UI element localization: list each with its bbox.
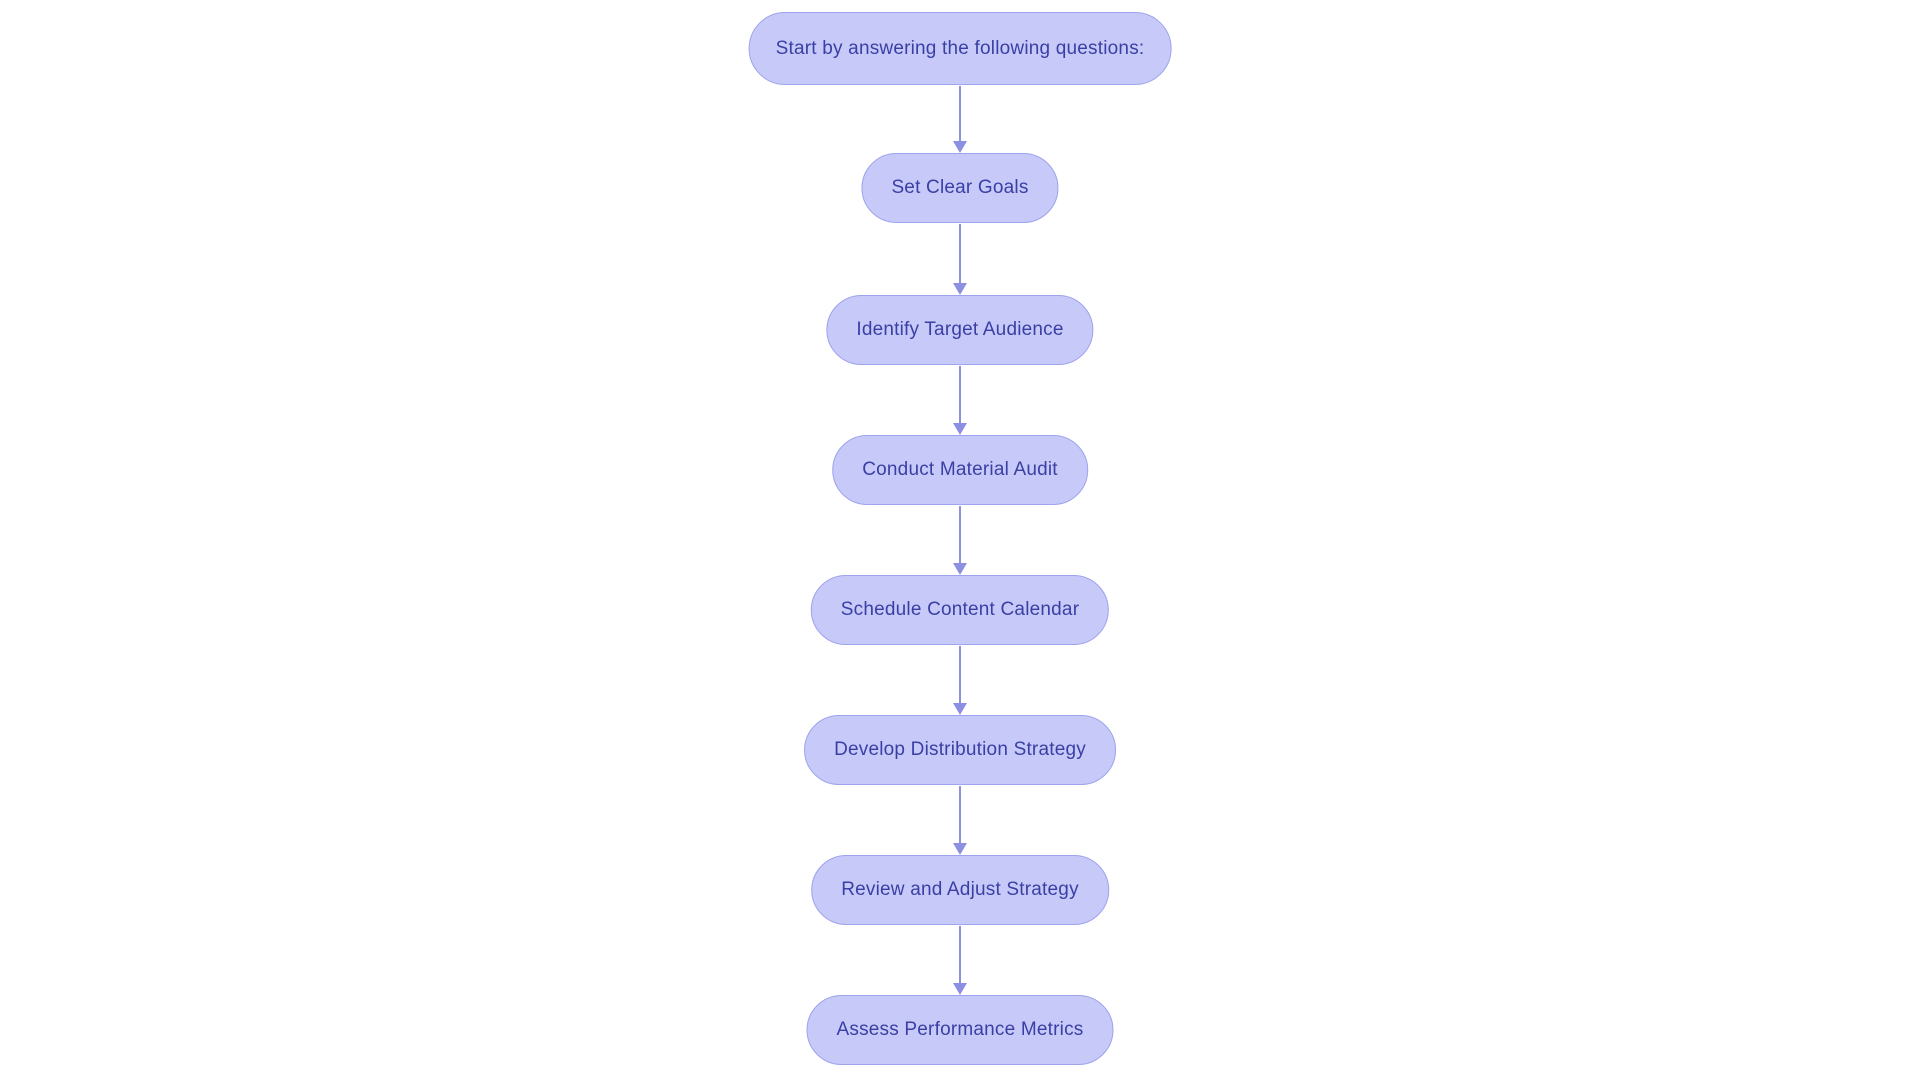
connector-line <box>959 86 961 144</box>
connector-line <box>959 926 961 986</box>
flow-node-identify-target-audience: Identify Target Audience <box>826 295 1094 365</box>
flow-node-conduct-material-audit: Conduct Material Audit <box>832 435 1088 505</box>
connector-line <box>959 366 961 426</box>
arrowhead-icon <box>953 141 967 153</box>
flow-node-set-clear-goals: Set Clear Goals <box>861 153 1059 223</box>
connector-line <box>959 506 961 566</box>
arrow-down-connector <box>952 86 968 153</box>
arrow-down-connector <box>952 646 968 715</box>
arrowhead-icon <box>953 283 967 295</box>
arrow-down-connector <box>952 366 968 435</box>
arrow-down-connector <box>952 506 968 575</box>
arrow-down-connector <box>952 224 968 295</box>
flow-node-schedule-content-calendar: Schedule Content Calendar <box>810 575 1110 645</box>
flow-node-develop-distribution-strategy: Develop Distribution Strategy <box>804 715 1116 785</box>
connector-line <box>959 646 961 706</box>
connector-line <box>959 224 961 286</box>
arrowhead-icon <box>953 843 967 855</box>
flow-node-assess-performance-metrics: Assess Performance Metrics <box>806 995 1114 1065</box>
arrow-down-connector <box>952 926 968 995</box>
flow-node-review-and-adjust-strategy: Review and Adjust Strategy <box>811 855 1109 925</box>
arrowhead-icon <box>953 563 967 575</box>
flow-node-start: Start by answering the following questio… <box>748 12 1172 85</box>
arrowhead-icon <box>953 703 967 715</box>
arrow-down-connector <box>952 786 968 855</box>
arrowhead-icon <box>953 983 967 995</box>
arrowhead-icon <box>953 423 967 435</box>
connector-line <box>959 786 961 846</box>
